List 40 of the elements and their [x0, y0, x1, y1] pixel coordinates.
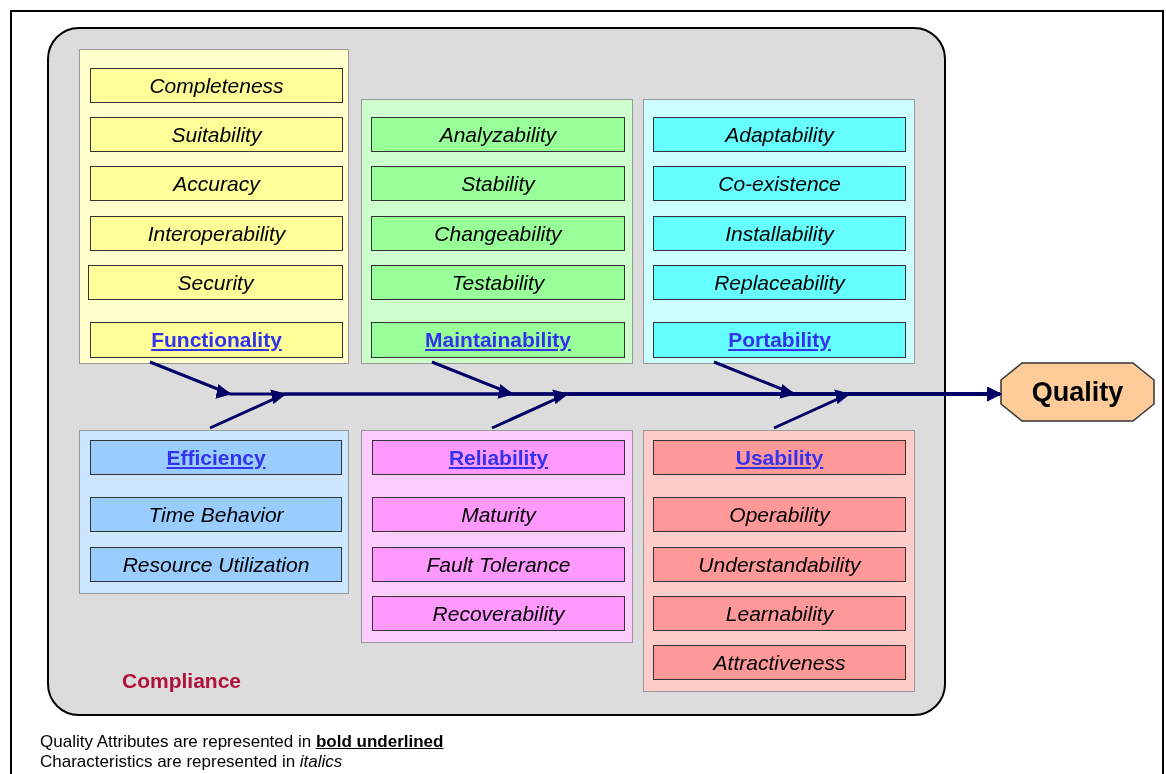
- characteristic-box: Operability: [653, 497, 906, 532]
- characteristic-box: Time Behavior: [90, 497, 342, 532]
- background-panel: [47, 27, 946, 716]
- characteristic-box: Changeability: [371, 216, 625, 251]
- characteristic-box: Resource Utilization: [90, 547, 342, 582]
- group-panel: [361, 99, 633, 364]
- attribute-box: Portability: [653, 322, 906, 358]
- characteristic-box: Recoverability: [372, 596, 625, 631]
- characteristic-box: Stability: [371, 166, 625, 201]
- characteristic-box: Adaptability: [653, 117, 906, 152]
- characteristic-box: Interoperability: [90, 216, 343, 251]
- compliance-label: Compliance: [122, 669, 242, 693]
- group-panel: [79, 49, 349, 364]
- group-panel: [79, 430, 349, 594]
- attribute-box: Reliability: [372, 440, 625, 475]
- quality-octagon: Quality: [1000, 362, 1155, 422]
- characteristic-box: Fault Tolerance: [372, 547, 625, 582]
- characteristic-box: Understandability: [653, 547, 906, 582]
- group-panel: [361, 430, 633, 643]
- characteristic-box: Suitability: [90, 117, 343, 152]
- characteristic-box: Testability: [371, 265, 625, 300]
- footnote-text: Characteristics are represented in italics: [40, 752, 343, 772]
- footnote-text: Quality Attributes are represented in bold underlined: [40, 732, 444, 752]
- characteristic-box: Installability: [653, 216, 906, 251]
- attribute-box: Usability: [653, 440, 906, 475]
- group-panel: [643, 99, 915, 364]
- characteristic-box: Security: [88, 265, 343, 300]
- characteristic-box: Maturity: [372, 497, 625, 532]
- group-panel: [643, 430, 915, 692]
- characteristic-box: Analyzability: [371, 117, 625, 152]
- arrow: [773, 387, 1000, 430]
- characteristic-box: Replaceability: [653, 265, 906, 300]
- characteristic-box: Co-existence: [653, 166, 906, 201]
- characteristic-box: Attractiveness: [653, 645, 906, 680]
- characteristic-box: Learnability: [653, 596, 906, 631]
- characteristic-box: Accuracy: [90, 166, 343, 201]
- attribute-box: Maintainability: [371, 322, 625, 358]
- attribute-box: Efficiency: [90, 440, 342, 475]
- characteristic-box: Completeness: [90, 68, 343, 103]
- attribute-box: Functionality: [90, 322, 343, 358]
